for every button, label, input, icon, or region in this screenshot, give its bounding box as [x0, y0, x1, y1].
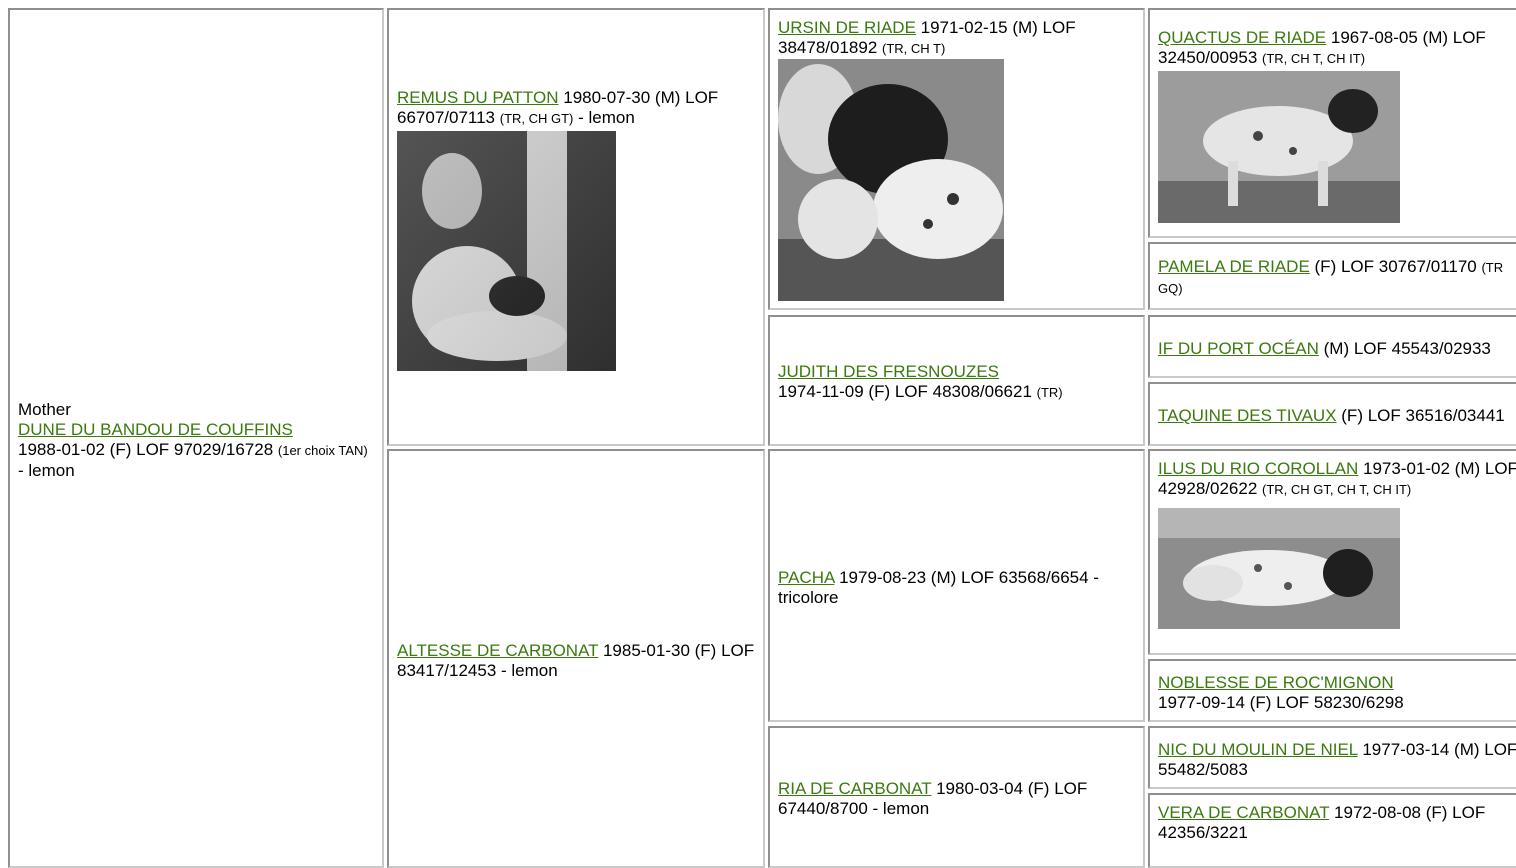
judith-titles: (TR): [1036, 385, 1063, 400]
ilus-photo: [1158, 508, 1400, 629]
ursin-info: 1971-02-15 (M) LOF 38478/01892: [778, 18, 1076, 57]
quactus-titles: (TR, CH T, CH IT): [1262, 51, 1366, 66]
judith-name-link[interactable]: JUDITH DES FRESNOUZES: [778, 362, 1000, 381]
pacha-name-link[interactable]: PACHA: [778, 567, 835, 587]
vera-name-link[interactable]: VERA DE CARBONAT: [1158, 803, 1330, 822]
photo-icon: [1158, 71, 1400, 223]
ria-name-link[interactable]: RIA DE CARBONAT: [778, 779, 932, 798]
mother-label: Mother: [18, 399, 71, 419]
ursin-photo: [778, 59, 1004, 301]
remus-info: 1980-07-30 (M) LOF 66707/07113: [397, 87, 719, 127]
vera-info: 1972-08-08 (F) LOF 42356/3221: [1158, 803, 1486, 842]
ursin-name-link[interactable]: URSIN DE RIADE: [778, 18, 916, 37]
mother-name-link[interactable]: DUNE DU BANDOU DE COUFFINS: [18, 419, 293, 439]
grandsire-cell-pacha: PACHA 1979-08-23 (M) LOF 63568/6654 - tr…: [768, 449, 1145, 722]
granddam-cell-ria: RIA DE CARBONAT 1980-03-04 (F) LOF 67440…: [768, 726, 1145, 868]
mother-info: 1988-01-02 (F) LOF 97029/16728: [18, 439, 278, 459]
pamela-titles: (TR GQ): [1158, 260, 1504, 296]
noblesse-name-link[interactable]: NOBLESSE DE ROC'MIGNON: [1158, 672, 1394, 692]
taquine-info: (F) LOF 36516/03441: [1336, 406, 1505, 425]
remus-titles: (TR, CH GT): [499, 110, 574, 126]
photo-icon: [397, 130, 616, 371]
quactus-info: 1967-08-05 (M) LOF 32450/00953: [1158, 28, 1486, 67]
pamela-info: (F) LOF 30767/01170: [1309, 257, 1482, 276]
mother-cell: Mother DUNE DU BANDOU DE COUFFINS 1988-0…: [8, 8, 384, 868]
quactus-photo: [1158, 71, 1400, 223]
ilus-name-link[interactable]: ILUS DU RIO COROLLAN: [1158, 459, 1359, 478]
ggp-cell-if: IF DU PORT OCÉAN (M) LOF 45543/02933: [1148, 315, 1516, 378]
ggp-cell-nic: NIC DU MOULIN DE NIEL 1977-03-14 (M) LOF…: [1148, 726, 1516, 789]
ggp-cell-pamela: PAMELA DE RIADE (F) LOF 30767/01170 (TR …: [1148, 242, 1516, 310]
ggp-cell-vera: VERA DE CARBONAT 1972-08-08 (F) LOF 4235…: [1148, 793, 1516, 868]
photo-icon: [778, 59, 1004, 301]
taquine-name-link[interactable]: TAQUINE DES TIVAUX: [1158, 406, 1337, 425]
if-name-link[interactable]: IF DU PORT OCÉAN: [1158, 338, 1319, 358]
judith-info: 1974-11-09 (F) LOF 48308/06621: [778, 382, 1037, 401]
photo-icon: [1158, 508, 1400, 629]
dam-cell-altesse: ALTESSE DE CARBONAT 1985-01-30 (F) LOF 8…: [387, 449, 765, 868]
ursin-titles: (TR, CH T): [882, 41, 946, 56]
mother-titles: (1er choix TAN): [277, 442, 368, 458]
ggp-cell-ilus: ILUS DU RIO COROLLAN 1973-01-02 (M) LOF …: [1148, 449, 1516, 655]
altesse-name-link[interactable]: ALTESSE DE CARBONAT: [397, 640, 599, 660]
if-info: (M) LOF 45543/02933: [1318, 338, 1491, 358]
nic-name-link[interactable]: NIC DU MOULIN DE NIEL: [1158, 739, 1358, 759]
pamela-name-link[interactable]: PAMELA DE RIADE: [1158, 257, 1310, 276]
quactus-name-link[interactable]: QUACTUS DE RIADE: [1158, 28, 1327, 47]
ggp-cell-noblesse: NOBLESSE DE ROC'MIGNON 1977-09-14 (F) LO…: [1148, 659, 1516, 722]
remus-photo: [397, 130, 616, 371]
ilus-info: 1973-01-02 (M) LOF 42928/02622: [1158, 459, 1516, 498]
mother-entry: Mother DUNE DU BANDOU DE COUFFINS 1988-0…: [18, 400, 374, 481]
grandsire-cell-ursin: URSIN DE RIADE 1971-02-15 (M) LOF 38478/…: [768, 8, 1145, 310]
ggp-cell-quactus: QUACTUS DE RIADE 1967-08-05 (M) LOF 3245…: [1148, 8, 1516, 238]
remus-color: - lemon: [573, 107, 635, 127]
altesse-info: 1985-01-30 (F) LOF 83417/12453 - lemon: [397, 640, 755, 680]
ria-info: 1980-03-04 (F) LOF 67440/8700 - lemon: [778, 779, 1088, 818]
ggp-cell-taquine: TAQUINE DES TIVAUX (F) LOF 36516/03441: [1148, 382, 1516, 446]
mother-color: - lemon: [18, 460, 75, 480]
sire-cell-remus: REMUS DU PATTON 1980-07-30 (M) LOF 66707…: [387, 8, 765, 446]
granddam-cell-judith: JUDITH DES FRESNOUZES 1974-11-09 (F) LOF…: [768, 315, 1145, 446]
noblesse-info: 1977-09-14 (F) LOF 58230/6298: [1158, 692, 1404, 712]
nic-info: 1977-03-14 (M) LOF 55482/5083: [1158, 739, 1516, 779]
remus-name-link[interactable]: REMUS DU PATTON: [397, 87, 559, 107]
pacha-info: 1979-08-23 (M) LOF 63568/6654 - tricolor…: [778, 567, 1099, 607]
ilus-titles: (TR, CH GT, CH T, CH IT): [1262, 482, 1412, 497]
